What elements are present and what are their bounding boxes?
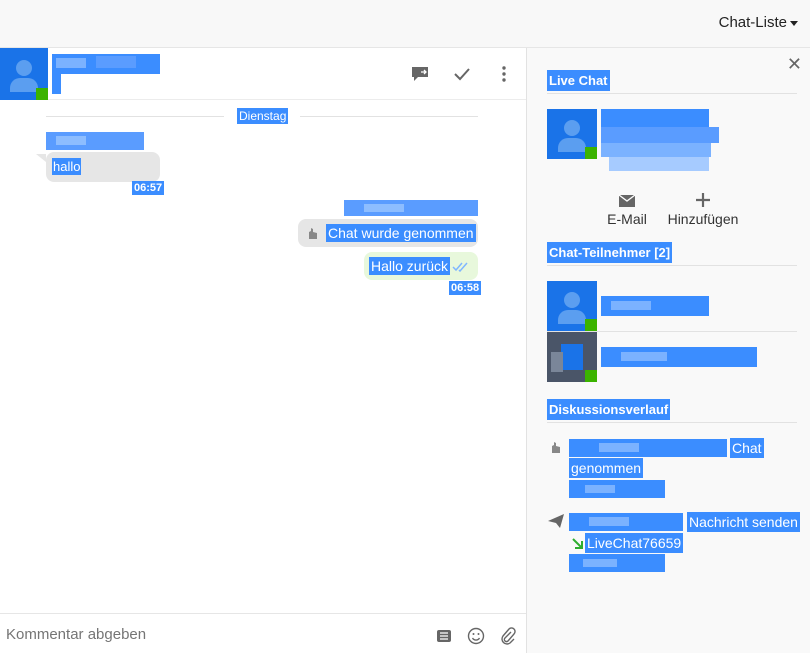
add-action[interactable]: Hinzufügen bbox=[665, 192, 741, 227]
caret-down-icon bbox=[790, 20, 798, 26]
hand-icon bbox=[552, 442, 560, 453]
contact-name-redacted bbox=[52, 54, 160, 94]
message-composer bbox=[0, 613, 526, 653]
hand-icon bbox=[309, 228, 317, 239]
conversation-panel: Dienstag hallo 06:57 Chat wurde genommen… bbox=[0, 48, 526, 653]
email-action-label: E-Mail bbox=[607, 211, 647, 227]
outgoing-message: Hallo zurück bbox=[364, 252, 478, 280]
message-text: Hallo zurück bbox=[369, 257, 451, 275]
plus-icon bbox=[696, 193, 710, 207]
add-action-label: Hinzufügen bbox=[667, 211, 739, 227]
details-sidebar: ✕ Live Chat E-Mail Hinzufügen Chat-Teiln… bbox=[526, 48, 810, 653]
history-action-rest: genommen bbox=[569, 458, 644, 478]
day-separator: Dienstag bbox=[0, 108, 526, 124]
participant-avatar[interactable] bbox=[547, 332, 597, 382]
history-title: Diskussionsverlauf bbox=[547, 399, 671, 420]
visitor-avatar[interactable] bbox=[547, 109, 597, 159]
double-check-icon bbox=[452, 262, 468, 272]
message-time: 06:57 bbox=[132, 181, 165, 195]
history-target: LiveChat76659 bbox=[585, 533, 684, 553]
participant-name-redacted bbox=[601, 347, 757, 367]
conversation-header bbox=[0, 48, 526, 100]
arrow-down-right-icon bbox=[572, 538, 583, 549]
attach-icon[interactable] bbox=[498, 626, 518, 646]
system-message: Chat wurde genommen bbox=[298, 219, 478, 247]
chat-list-label: Chat-Liste bbox=[718, 14, 787, 31]
online-status-indicator bbox=[585, 147, 597, 159]
message-time: 06:58 bbox=[449, 281, 482, 295]
incoming-message: hallo bbox=[46, 152, 160, 182]
history-action-text: Nachricht senden bbox=[687, 512, 800, 532]
mail-icon bbox=[618, 194, 636, 207]
list-icon[interactable] bbox=[434, 626, 454, 646]
email-action[interactable]: E-Mail bbox=[605, 194, 649, 227]
day-separator-label: Dienstag bbox=[237, 108, 289, 124]
more-vertical-icon[interactable] bbox=[494, 64, 514, 84]
sender-name-redacted bbox=[344, 200, 478, 216]
comment-input[interactable] bbox=[6, 624, 426, 644]
top-bar: Chat-Liste bbox=[0, 0, 810, 48]
chat-list-dropdown[interactable]: Chat-Liste bbox=[719, 14, 798, 31]
participant-avatar[interactable] bbox=[547, 281, 597, 331]
contact-avatar[interactable] bbox=[0, 48, 48, 100]
actor-name-redacted bbox=[569, 513, 683, 531]
online-status-indicator bbox=[585, 370, 597, 382]
participant-name-redacted bbox=[601, 296, 709, 316]
timestamp-redacted bbox=[569, 480, 665, 498]
online-status-indicator bbox=[585, 319, 597, 331]
actor-name-redacted bbox=[569, 439, 727, 457]
close-icon[interactable]: ✕ bbox=[786, 54, 802, 74]
send-icon bbox=[548, 514, 564, 528]
check-icon[interactable] bbox=[452, 64, 472, 84]
message-text: hallo bbox=[52, 158, 82, 175]
sender-name-redacted bbox=[46, 132, 144, 150]
chat-transfer-icon[interactable] bbox=[410, 64, 430, 84]
system-message-text: Chat wurde genommen bbox=[326, 224, 476, 242]
participants-title: Chat-Teilnehmer [2] bbox=[547, 242, 673, 263]
online-status-indicator bbox=[36, 88, 48, 100]
history-action-word: Chat bbox=[730, 438, 764, 458]
live-chat-title: Live Chat bbox=[547, 70, 610, 91]
emoji-icon[interactable] bbox=[466, 626, 486, 646]
visitor-details-redacted bbox=[601, 109, 719, 173]
timestamp-redacted bbox=[569, 554, 665, 572]
